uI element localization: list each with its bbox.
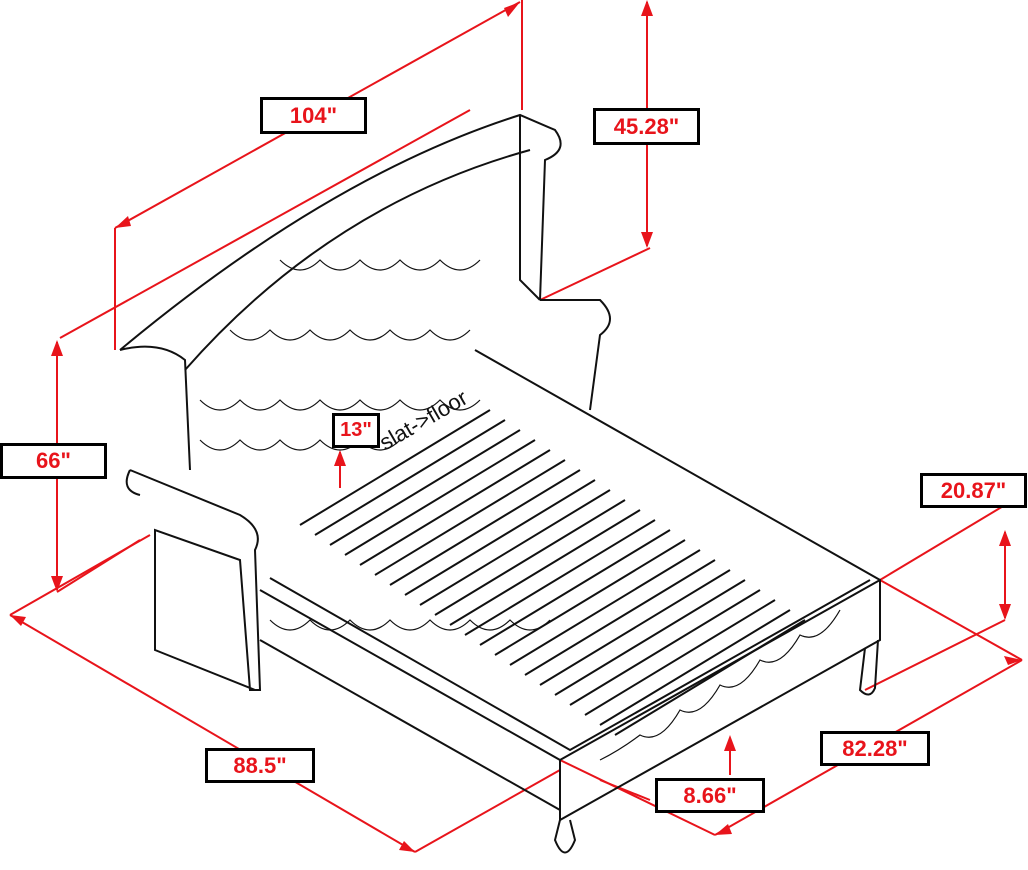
dimension-length: 82.28"	[820, 731, 930, 766]
tufting	[199, 259, 841, 761]
dimension-width: 88.5"	[205, 748, 315, 783]
dimension-width-overall: 104"	[260, 97, 367, 134]
dimension-rail-height: 20.87"	[920, 473, 1027, 508]
bed-outline	[119, 113, 881, 854]
slats	[299, 409, 806, 736]
dimension-slat-to-floor: 13"	[332, 413, 380, 448]
dimension-headboard-height: 45.28"	[593, 108, 700, 145]
dimension-arrowheads	[10, 0, 1022, 852]
dimension-clearance: 8.66"	[655, 778, 765, 813]
dimension-lines	[9, 0, 1023, 853]
dimension-total-height: 66"	[0, 443, 107, 479]
